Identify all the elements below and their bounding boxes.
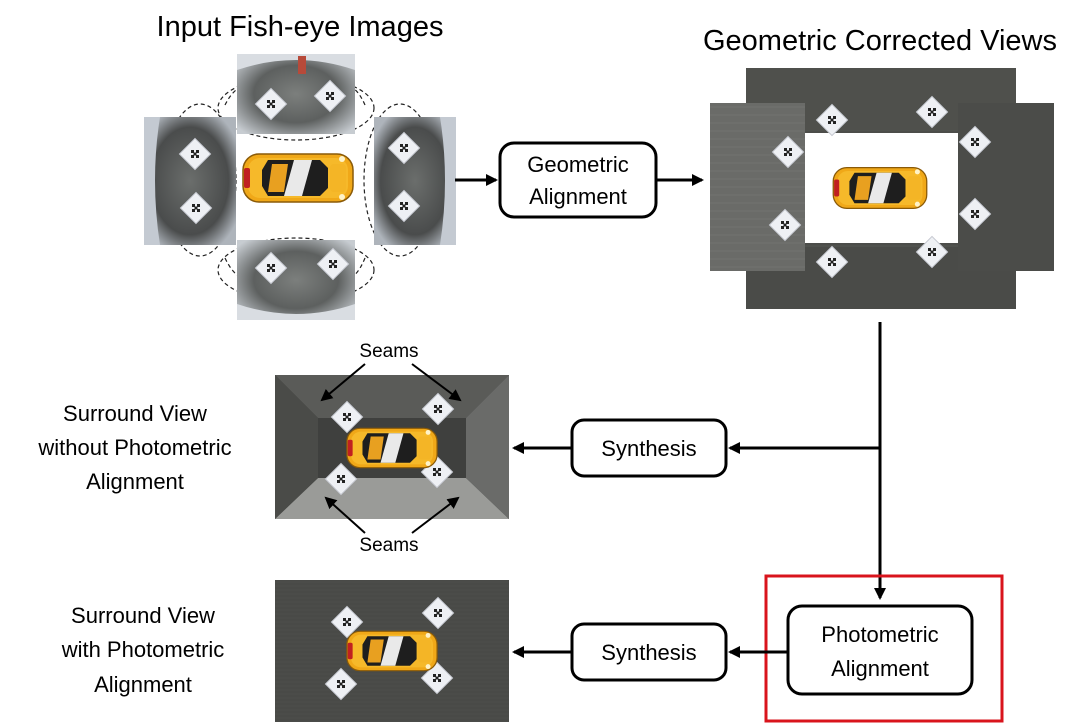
photometric-alignment-line1: Photometric <box>821 622 938 647</box>
caption-without-line1: Surround View <box>63 401 207 426</box>
seams-label-bottom: Seams <box>359 535 418 556</box>
seams-label-top: Seams <box>359 341 418 362</box>
photometric-highlight-frame <box>764 574 1004 723</box>
surround-view-without-photometric <box>275 375 509 519</box>
car-top-view-icon <box>237 146 359 210</box>
geometric-alignment-line1: Geometric <box>527 152 628 177</box>
fisheye-images-group <box>144 54 456 320</box>
photometric-alignment-box <box>786 604 974 696</box>
caption-with-line2: with Photometric <box>61 637 225 662</box>
input-images-title: Input Fish-eye Images <box>157 11 444 43</box>
synthesis-bottom-label: Synthesis <box>601 640 696 665</box>
geometric-alignment-box <box>498 141 658 219</box>
geometric-corrected-mosaic <box>710 68 1054 309</box>
geometric-alignment-line2: Alignment <box>529 184 627 209</box>
fisheye-right-image <box>374 117 456 245</box>
caption-with-line1: Surround View <box>71 603 215 628</box>
fisheye-front-image <box>237 54 355 134</box>
caption-without-line2: without Photometric <box>37 435 231 460</box>
photometric-alignment-line2: Alignment <box>831 656 929 681</box>
corrected-views-title: Geometric Corrected Views <box>703 25 1057 57</box>
caption-with-line3: Alignment <box>94 672 192 697</box>
seam-pointer-arrows <box>320 363 462 534</box>
synthesis-top-label: Synthesis <box>601 436 696 461</box>
fisheye-rear-image <box>237 240 355 320</box>
fisheye-left-image <box>144 117 236 245</box>
surround-view-with-photometric <box>275 580 509 722</box>
caption-without-line3: Alignment <box>86 469 184 494</box>
